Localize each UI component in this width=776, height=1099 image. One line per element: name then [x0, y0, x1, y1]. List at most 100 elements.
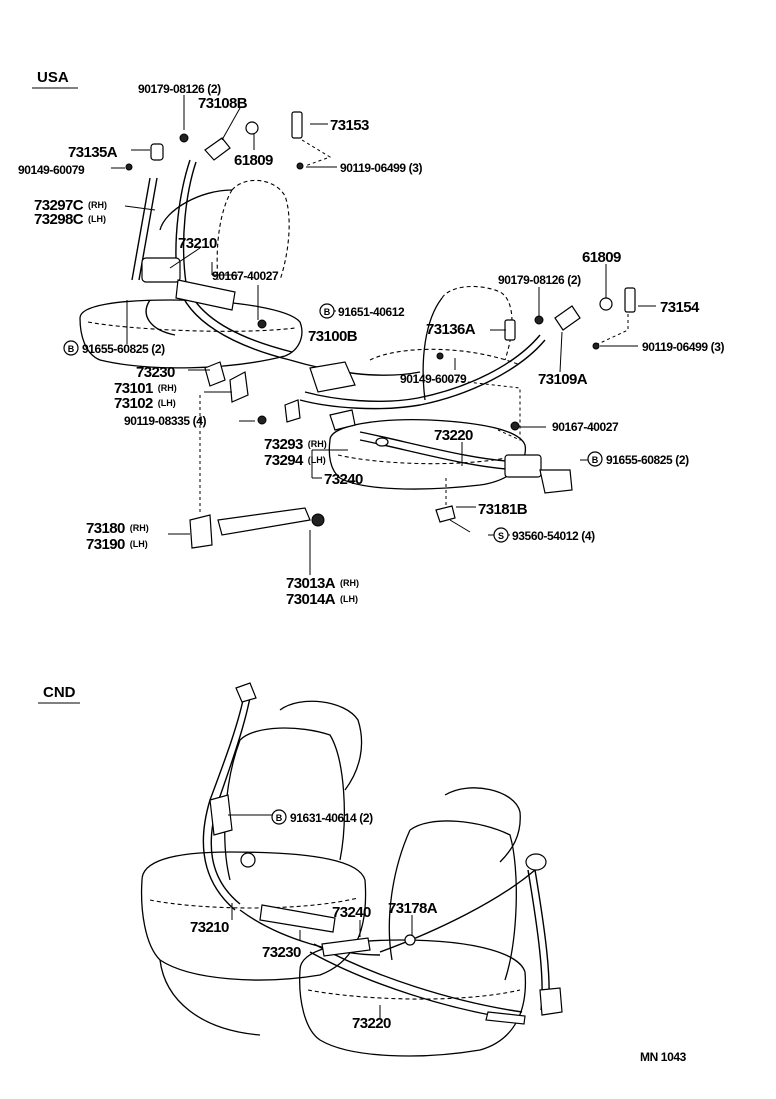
bolt-90149-60079 — [125, 163, 133, 171]
usa-side-label: (RH) — [308, 439, 327, 449]
cnd-top-anchor-right — [525, 853, 547, 871]
usa-part-label: 73136A — [426, 321, 476, 338]
cnd-components — [209, 682, 563, 1025]
cnd-part-label: 73230 — [262, 944, 301, 961]
cnd-seat-left — [140, 700, 367, 1036]
usa-side-label: (LH) — [158, 398, 176, 408]
anchor-73101 — [229, 371, 249, 403]
cnd-part-label: 73220 — [352, 1015, 391, 1032]
usa-part-label: 73109A — [538, 371, 588, 388]
usa-part-label: 90149-60079 — [18, 163, 85, 177]
buckle-stalk-73013a — [217, 507, 311, 536]
bolt-61809-right — [599, 297, 613, 311]
usa-side-label: (RH) — [158, 383, 177, 393]
usa-part-label: 73293 — [264, 436, 303, 453]
usa-part-label: 73108B — [198, 95, 248, 112]
bracket-73293 — [284, 399, 301, 423]
usa-part-label: 73294 — [264, 452, 304, 469]
usa-badge-circle — [63, 340, 79, 356]
usa-part-label: 90149-60079 — [400, 372, 467, 386]
cnd-badge-circle — [271, 809, 287, 825]
cover-73154 — [624, 287, 636, 313]
bolt-90119-08335 — [257, 415, 267, 425]
bracket-73100b — [309, 361, 356, 393]
nut-90179-08126-right — [534, 315, 544, 325]
cnd-buckle-73240 — [321, 937, 371, 957]
cnd-belts — [202, 689, 550, 1021]
cnd-part-label: 73240 — [332, 904, 371, 921]
retractor-73210 — [141, 257, 181, 283]
usa-part-label: 73153 — [330, 117, 369, 134]
nut-90179-08126 — [179, 133, 189, 143]
belt-guide-73210 — [175, 279, 236, 311]
usa-part-label: 73220 — [434, 427, 473, 444]
cover-73153 — [291, 111, 303, 139]
usa-leaders — [111, 95, 656, 536]
cnd-cover-73178a — [404, 934, 416, 946]
anchor-cover-73135a — [150, 143, 164, 161]
usa-part-label: 73240 — [324, 471, 363, 488]
usa-part-label: 73014A — [286, 591, 336, 608]
usa-part-label: 90119-06499 (3) — [642, 340, 724, 354]
usa-side-label: (LH) — [340, 594, 358, 604]
usa-part-label: 91651-40612 — [338, 305, 405, 319]
usa-part-label: 73154 — [660, 299, 700, 316]
usa-seat-left — [79, 179, 303, 369]
anchor-73108b — [204, 137, 231, 161]
usa-part-label: 91655-60825 (2) — [606, 453, 689, 467]
usa-side-label: (LH) — [130, 539, 148, 549]
usa-belts — [131, 159, 546, 471]
bracket-73180 — [189, 514, 213, 549]
usa-part-label: 90119-06499 (3) — [340, 161, 422, 175]
buckle-73240 — [329, 409, 356, 431]
usa-part-label: 93560-54012 (4) — [512, 529, 595, 543]
bracket-73181b — [435, 505, 456, 523]
usa-badge-letter: S — [498, 531, 504, 541]
anchor-73109a — [554, 305, 581, 331]
usa-badge-circle — [587, 451, 603, 467]
usa-side-label: (LH) — [308, 455, 326, 465]
usa-part-label: 90119-08335 (4) — [124, 414, 206, 428]
screw-90119-06499 — [296, 162, 304, 170]
usa-part-label: 61809 — [582, 249, 621, 266]
usa-part-label: 73298C — [34, 211, 84, 228]
usa-part-label: 73230 — [136, 364, 175, 381]
usa-part-label: 73180 — [86, 520, 125, 537]
usa-part-label: 73190 — [86, 536, 125, 553]
cnd-part-label: 91631-40614 (2) — [290, 811, 373, 825]
usa-part-label: 73135A — [68, 144, 118, 161]
usa-side-label: (RH) — [88, 200, 107, 210]
usa-part-label: 91655-60825 (2) — [82, 342, 165, 356]
cnd-seat-right — [299, 787, 527, 1057]
usa-part-label: 73013A — [286, 575, 336, 592]
usa-components — [125, 111, 636, 575]
cover-73136a — [504, 319, 516, 341]
bolt-61809 — [245, 121, 259, 135]
usa-badge-circle — [319, 303, 335, 319]
usa-part-label: 61809 — [234, 152, 273, 169]
usa-side-label: (RH) — [130, 523, 149, 533]
usa-part-label: 73100B — [308, 328, 358, 345]
usa-part-label: 73102 — [114, 395, 153, 412]
bracket-73230 — [204, 361, 226, 387]
usa-badge-letter: B — [324, 307, 331, 317]
usa-side-label: (LH) — [88, 214, 106, 224]
drawing-number: MN 1043 — [640, 1050, 687, 1064]
cnd-retractor-right — [539, 987, 563, 1016]
section-title-cnd: CND — [43, 684, 76, 701]
usa-badge-circle — [493, 527, 509, 543]
usa-badge-letter: B — [592, 455, 599, 465]
cnd-part-label: 73210 — [190, 919, 229, 936]
bolt-90167-40027-left — [257, 319, 267, 329]
usa-part-label: 90167-40027 — [552, 420, 619, 434]
section-title-usa: USA — [37, 69, 69, 86]
usa-badge-letter: B — [68, 344, 75, 354]
cnd-d-ring — [209, 794, 233, 836]
cnd-part-label: 73178A — [388, 900, 438, 917]
usa-part-label: 90179-08126 (2) — [498, 273, 581, 287]
retractor-73220 — [504, 454, 542, 478]
cnd-top-anchor-left — [235, 682, 257, 703]
usa-part-label: 73297C — [34, 197, 84, 214]
